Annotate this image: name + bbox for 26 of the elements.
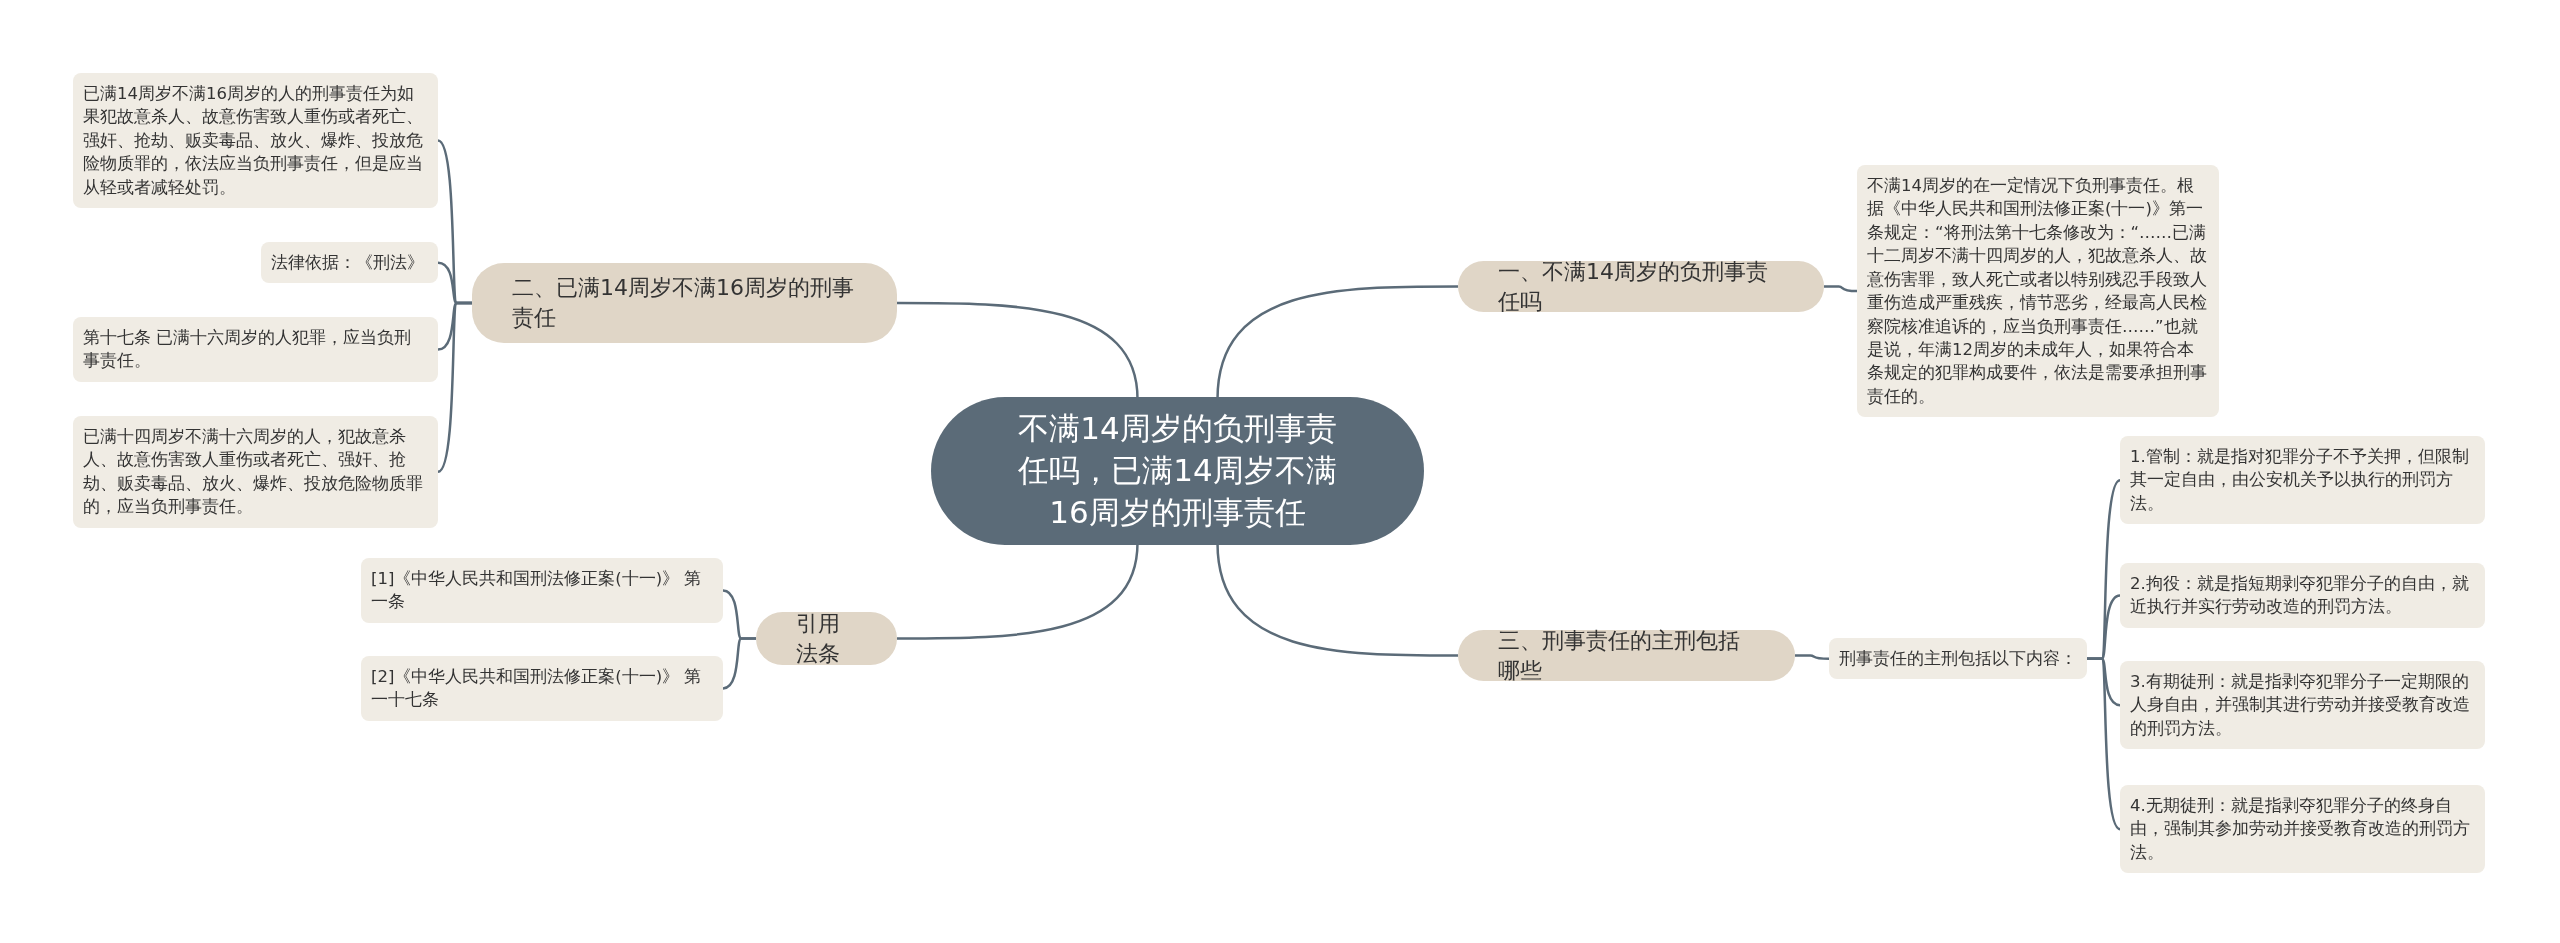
connector-line [897, 301, 1139, 400]
connector-line [722, 637, 756, 690]
connector-line [1216, 285, 1458, 400]
note-box: 1.管制：就是指对犯罪分子不予关押，但限制其一定自由，由公安机关予以执行的刑罚方法。 [2120, 436, 2485, 525]
note-box: 不满14周岁的在一定情况下负刑事责任。根据《中华人民共和国刑法修正案(十一)》第一条规定：“将刑法第十七条修改为：“……已满十二周岁不满十四周岁的人，犯故意杀人、故意伤害罪，致人死亡或者以特别残忍手段致人重伤造成严重残疾，情节恶劣，经最高人民检察院核准追诉的，应当负刑事责任……”也就是说，年满12周岁的未成年人，如果符合本条规定的犯罪构成要件，依法是需要承担刑事责任的。 [1857, 165, 2219, 418]
central-topic: 不满14周岁的负刑事责任吗，已满14周岁不满16周岁的刑事责任 [931, 397, 1424, 545]
note-box: 3.有期徒刑：就是指剥夺犯罪分子一定期限的人身自由，并强制其进行劳动并接受教育改造的刑罚方法。 [2120, 661, 2485, 750]
connector-line [1216, 542, 1458, 657]
connector-line [437, 301, 472, 473]
topic-box: 一、不满14周岁的负刑事责任吗 [1458, 261, 1824, 312]
connector-line [1795, 654, 1829, 660]
note-box: 刑事责任的主刑包括以下内容： [1829, 638, 2087, 680]
topic-box: 三、刑事责任的主刑包括哪些 [1458, 630, 1795, 681]
note-box: 法律依据：《刑法》 [261, 242, 438, 284]
connector-line [2087, 657, 2121, 831]
topic-box: 引用法条 [756, 612, 897, 665]
note-box: 2.拘役：就是指短期剥夺犯罪分子的自由，就近执行并实行劳动改造的刑罚方法。 [2120, 563, 2485, 628]
note-box: 第十七条 已满十六周岁的人犯罪，应当负刑事责任。 [73, 317, 438, 382]
connector-line [897, 542, 1139, 640]
connector-line [1824, 285, 1858, 293]
note-box: [2]《中华人民共和国刑法修正案(十一)》 第一十七条 [361, 656, 723, 721]
note-box: 已满14周岁不满16周岁的人的刑事责任为如果犯故意杀人、故意伤害致人重伤或者死亡、强奸、抢劫、贩卖毒品、放火、爆炸、投放危险物质罪的，依法应当负刑事责任，但是应当从轻或者减轻处罚。 [73, 73, 438, 209]
note-box: [1]《中华人民共和国刑法修正案(十一)》 第一条 [361, 558, 723, 623]
note-box: 4.无期徒刑：就是指剥夺犯罪分子的终身自由，强制其参加劳动并接受教育改造的刑罚方法。 [2120, 785, 2485, 874]
topic-box: 二、已满14周岁不满16周岁的刑事责任 [472, 263, 897, 343]
note-box: 已满十四周岁不满十六周岁的人，犯故意杀人、故意伤害致人重伤或者死亡、强奸、抢劫、贩卖毒品、放火、爆炸、投放危险物质罪的，应当负刑事责任。 [73, 416, 438, 528]
